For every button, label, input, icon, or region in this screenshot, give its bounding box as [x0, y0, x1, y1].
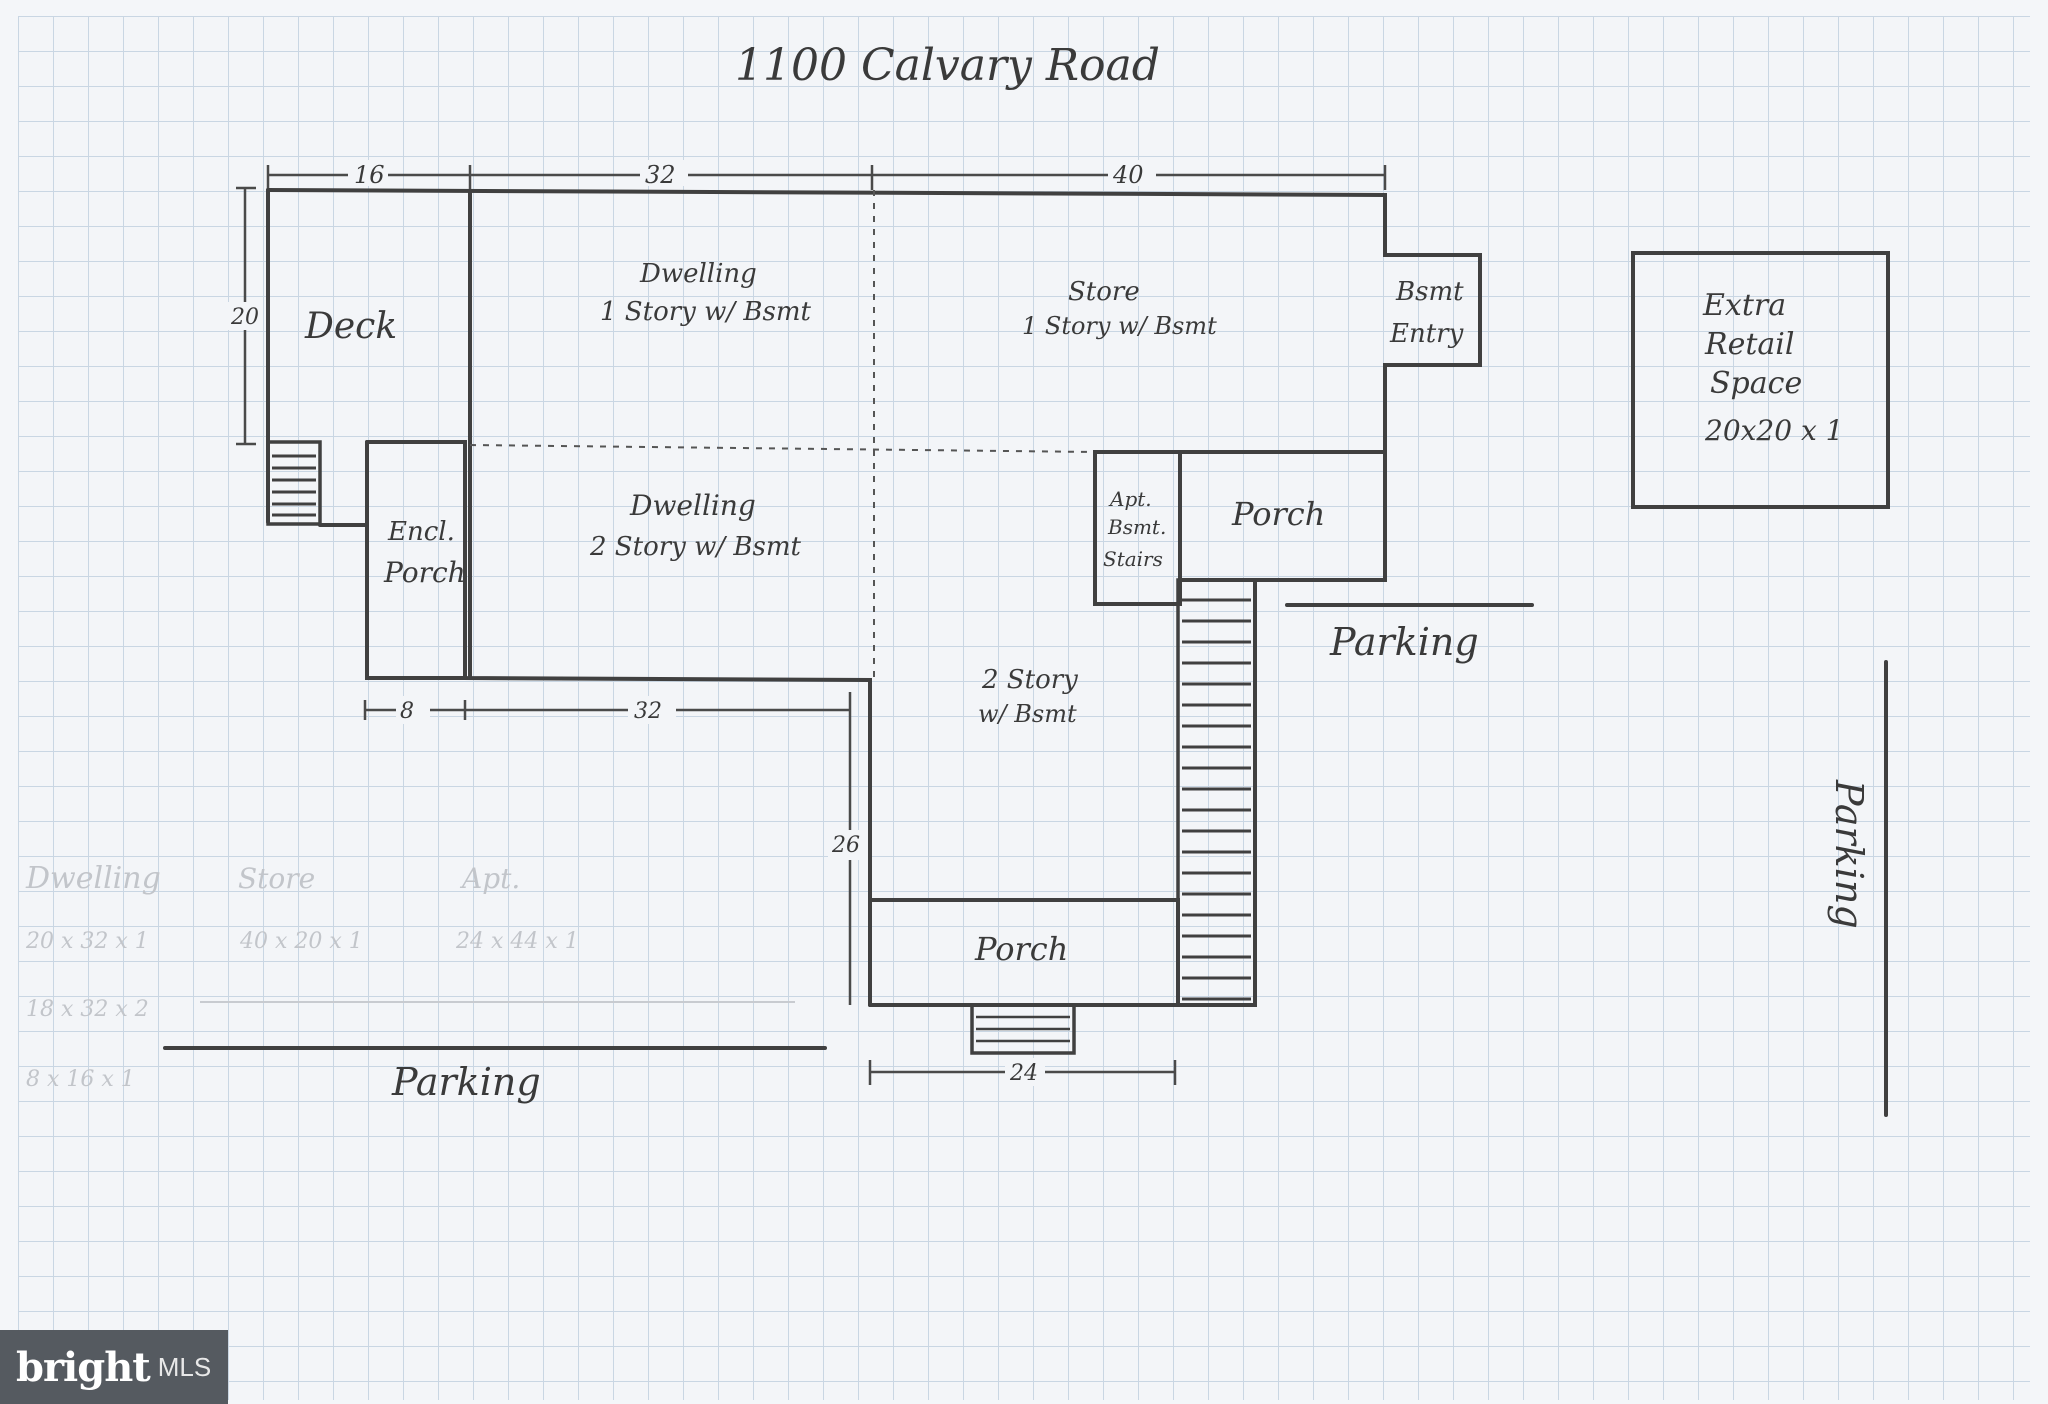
faint-header-store: Store: [238, 862, 315, 895]
plan-title: 1100 Calvary Road: [735, 40, 1160, 91]
label-two-story-1: 2 Story: [981, 665, 1078, 695]
label-parking-bottom: Parking: [391, 1060, 541, 1104]
label-dwelling1-name: Dwelling: [639, 259, 757, 289]
label-bsmt-entry-2: Entry: [1389, 319, 1464, 349]
dim-bottom-32: 32: [634, 699, 662, 724]
logo-brand: bright: [16, 1343, 151, 1391]
faint-row1-b: 40 x 20 x 1: [239, 929, 363, 954]
label-store-name: Store: [1068, 277, 1140, 307]
porch-steps: [970, 1003, 1076, 1055]
dim-left-20: 20: [230, 305, 259, 330]
faint-header-dwelling: Dwelling: [25, 861, 161, 896]
label-extra-2: Retail: [1704, 327, 1794, 362]
label-extra-3: Space: [1710, 366, 1802, 401]
logo-suffix: MLS: [157, 1351, 212, 1382]
label-apt-2: Bsmt.: [1107, 515, 1166, 539]
label-extra-4: 20x20 x 1: [1704, 414, 1843, 447]
faint-row3-a: 8 x 16 x 1: [26, 1067, 135, 1092]
deck-stairs: [266, 440, 322, 526]
dim-bottom-24: 24: [1009, 1061, 1038, 1086]
faint-row1-a: 20 x 32 x 1: [25, 929, 149, 954]
dim-side-26: 26: [831, 833, 860, 858]
dim-bottom-8: 8: [400, 699, 414, 724]
faint-row2-a: 18 x 32 x 2: [26, 997, 149, 1022]
label-deck: Deck: [304, 306, 397, 347]
label-dwelling2-name: Dwelling: [629, 489, 756, 522]
label-encl-porch-2: Porch: [383, 556, 466, 589]
label-apt-1: Apt.: [1108, 487, 1152, 511]
label-encl-porch-1: Encl.: [387, 517, 455, 547]
label-parking-upper: Parking: [1329, 620, 1479, 664]
graph-paper: [18, 16, 2030, 1400]
label-porch-upper: Porch: [1231, 495, 1325, 533]
dim-top-40: 40: [1112, 161, 1144, 189]
faint-row1-c: 24 x 44 x 1: [455, 929, 579, 954]
label-store-sub: 1 Story w/ Bsmt: [1022, 312, 1217, 340]
label-extra-1: Extra: [1702, 288, 1786, 323]
label-porch-lower: Porch: [974, 930, 1068, 968]
dim-top-32: 32: [645, 161, 676, 189]
extra-retail-box: [1631, 251, 1890, 509]
exterior-stairs: [1176, 578, 1257, 1007]
label-bsmt-entry-1: Bsmt: [1395, 277, 1464, 307]
label-dwelling2-sub: 2 Story w/ Bsmt: [589, 532, 801, 562]
dashed-divider-horizontal: [469, 444, 1096, 453]
faint-header-apt: Apt.: [459, 862, 520, 895]
label-parking-vertical: Parking: [1827, 779, 1871, 929]
label-apt-3: Stairs: [1103, 547, 1163, 571]
dim-top-16: 16: [354, 161, 385, 189]
label-two-story-2: w/ Bsmt: [978, 700, 1077, 728]
label-dwelling1-sub: 1 Story w/ Bsmt: [600, 297, 811, 327]
bright-mls-logo: bright MLS: [0, 1330, 228, 1404]
